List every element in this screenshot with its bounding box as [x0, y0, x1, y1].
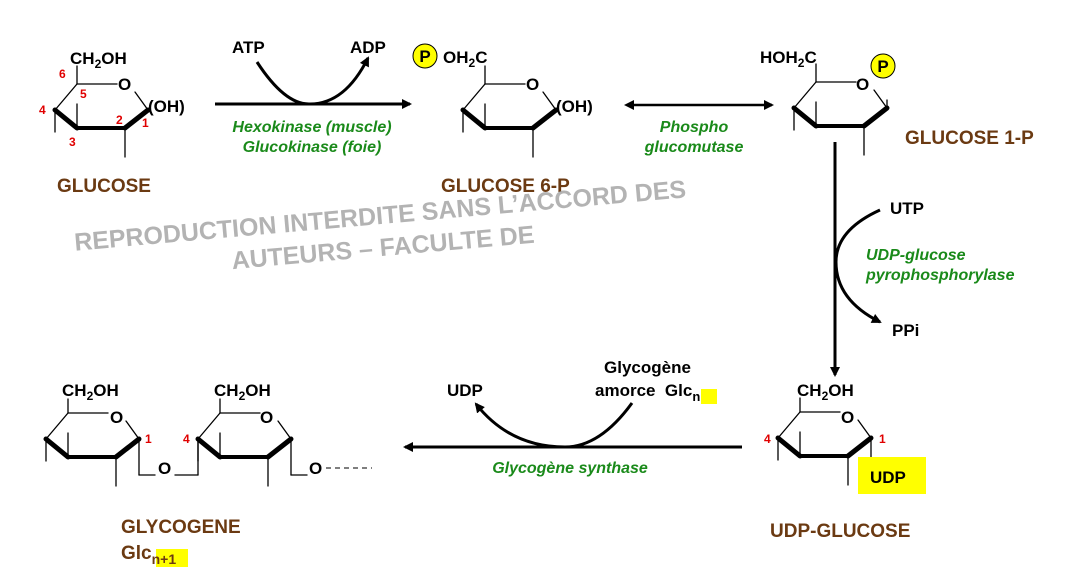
pyrophosphorylase-reaction: UTP PPi UDP-glucose pyrophosphorylase: [830, 142, 1015, 377]
ring-oxygen: O: [856, 75, 869, 94]
ring-bond-bold: [791, 105, 819, 129]
ring-bond-bold: [43, 436, 71, 460]
ring-bond-bold: [861, 105, 890, 129]
carbon-number-4: 4: [183, 432, 190, 446]
cofactor-curve-arrow: [474, 402, 634, 449]
ring-bond-bold: [113, 436, 142, 460]
phosphate-label: P: [877, 57, 888, 76]
ring1-oxygen: O: [110, 408, 123, 427]
glucomutase-label: glucomutase: [644, 139, 744, 156]
glucose-label: GLUCOSE: [57, 176, 151, 197]
ring-bond-bold: [845, 435, 874, 459]
phospho-label: Phospho: [660, 119, 729, 136]
ring-bond: [793, 81, 817, 109]
carbon-number-6: 6: [59, 67, 66, 81]
glycosidic-oxygen: O: [158, 459, 171, 478]
ring-bond: [542, 91, 557, 111]
udp-glucose-label: UDP-glucose: [866, 247, 966, 264]
ring-oxygen: O: [841, 408, 854, 427]
udp-released-label: UDP: [447, 381, 483, 400]
g6p-oh2c: OH2C: [443, 48, 487, 70]
ring-oxygen: O: [526, 75, 539, 94]
ring1-ch2oh: CH2OH: [62, 381, 119, 403]
carbon-number-5: 5: [80, 87, 87, 101]
ring-bond-bold: [530, 107, 559, 131]
hexokinase-reaction: ATP ADP Hexokinase (muscle) Glucokinase …: [215, 38, 412, 156]
primer-glcn-label: amorce Glcn: [595, 381, 700, 404]
carbon-number-2: 2: [116, 113, 123, 127]
carbon-number-4: 4: [764, 432, 771, 446]
glucose-molecule: CH2OH O (OH) 1 2 3 4 5 6 GLUCOSE: [39, 49, 185, 197]
ring-bond: [45, 412, 69, 440]
glycogen-synthase-reaction: UDP Glycogène amorce Glcn Glycogène synt…: [403, 358, 742, 477]
phosphoglucomutase-reaction: Phospho glucomutase: [624, 100, 774, 156]
udpg-ch2oh: CH2OH: [797, 381, 854, 403]
cofactor-curve-arrow: [834, 208, 882, 324]
ring-bond: [873, 89, 888, 109]
ring-bond-bold: [195, 436, 223, 460]
atp-label: ATP: [232, 38, 265, 57]
glucokinase-label: Glucokinase (foie): [243, 139, 382, 156]
carbon-number-1: 1: [145, 432, 152, 446]
c1-hydroxyl: (OH): [556, 97, 593, 116]
ring-bond-bold: [122, 107, 151, 131]
subscript-highlight: [701, 389, 717, 404]
ring-bond-bold: [775, 435, 803, 459]
glucose-1-p-label: GLUCOSE 1-P: [905, 128, 1034, 149]
udp-highlight: [858, 457, 926, 494]
ring-bond-bold: [52, 107, 80, 131]
cofactor-curve-arrow: [255, 56, 370, 106]
reverse-arrowhead: [624, 100, 634, 110]
carbon-number-1: 1: [142, 116, 149, 130]
udp-glucose-molecule: CH2OH O 4 1 UDP UDP-GLUCOSE: [764, 381, 926, 542]
utp-label: UTP: [890, 199, 924, 218]
ring-bond: [462, 83, 486, 111]
ring-bond: [857, 419, 872, 439]
ring-bond: [277, 420, 292, 440]
glucose-6-p-label: GLUCOSE 6-P: [441, 176, 570, 197]
ring-bond-bold: [265, 436, 294, 460]
ppi-label: PPi: [892, 321, 919, 340]
glucose-6-phosphate-molecule: P OH2C O (OH) GLUCOSE 6-P: [412, 43, 593, 197]
glucose-1-phosphate-molecule: HOH2C O P GLUCOSE 1-P: [760, 48, 1034, 149]
chain-oxygen: O: [309, 459, 322, 478]
udp-glucose-label: UDP-GLUCOSE: [770, 521, 910, 542]
carbon-number-3: 3: [69, 135, 76, 149]
ring-bond: [197, 412, 221, 440]
udp-group-label: UDP: [870, 468, 906, 487]
pyrophosphorylase-label: pyrophosphorylase: [865, 267, 1015, 284]
ring2-ch2oh: CH2OH: [214, 381, 271, 403]
c1-hydroxyl: (OH): [148, 97, 185, 116]
ring-bond: [134, 91, 149, 111]
glycogen-molecule: CH2OH O CH2OH O 1 4 O O GLYCOGENE Glcn+1: [62, 381, 372, 567]
glucose-ch2oh: CH2OH: [70, 49, 127, 71]
ring-bond: [125, 420, 140, 440]
subscript-highlight: [156, 549, 188, 567]
glycogen-synthase-label: Glycogène synthase: [492, 460, 648, 477]
ring-bond-bold: [460, 107, 488, 131]
phosphate-icon: [412, 43, 438, 69]
carbon-number-1: 1: [879, 432, 886, 446]
hexokinase-label: Hexokinase (muscle): [232, 119, 391, 136]
ring2-oxygen: O: [260, 408, 273, 427]
ring-oxygen: O: [118, 75, 131, 94]
glycogen-primer-label: Glycogène: [604, 358, 691, 377]
glycogen-label: GLYCOGENE: [121, 517, 241, 538]
phosphate-icon: [870, 53, 896, 79]
carbon-number-4: 4: [39, 103, 46, 117]
ring-bond: [777, 411, 801, 439]
adp-label: ADP: [350, 38, 386, 57]
g1p-hoh2c: HOH2C: [760, 48, 817, 70]
phosphate-label: P: [419, 47, 430, 66]
glycogen-glc-label: Glcn+1: [121, 543, 176, 567]
ring-bond: [54, 83, 78, 111]
